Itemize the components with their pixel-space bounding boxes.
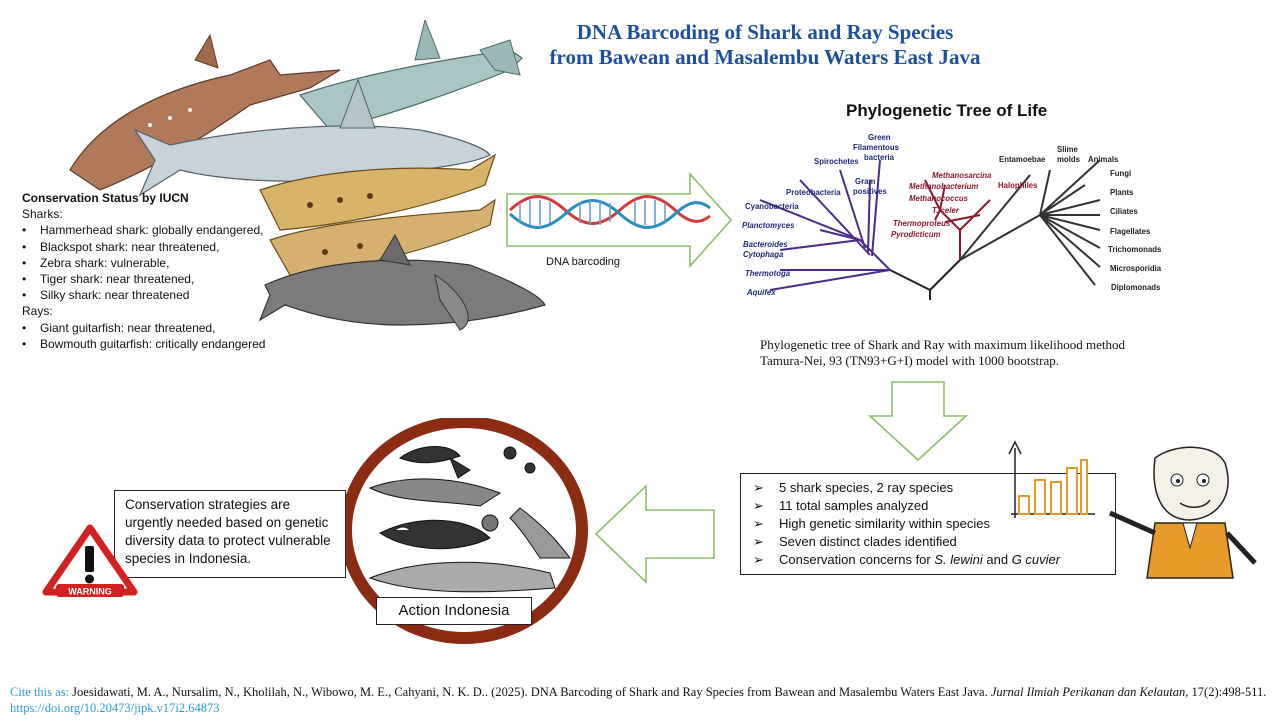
grey-shark-illustration <box>133 78 491 197</box>
title-line-1: DNA Barcoding of Shark and Ray Species <box>576 20 954 44</box>
taxon-label: Filamentous <box>853 143 899 152</box>
left-arrow <box>594 484 715 584</box>
finding-item: ➢Conservation concerns for S. lewini and… <box>753 552 1061 567</box>
conservation-status-panel: Conservation Status by IUCN Sharks: •Ham… <box>22 190 332 352</box>
finding-item: ➢11 total samples analyzed <box>753 498 929 513</box>
taxon-label: Trichomonads <box>1108 245 1162 254</box>
warning-icon: WARNING <box>42 524 138 597</box>
conservation-strategy-box: Conservation strategies are urgently nee… <box>114 490 346 578</box>
taxon-label: bacteria <box>864 153 894 162</box>
taxon-label: positives <box>853 187 887 196</box>
action-indonesia-marine-circle <box>340 418 588 644</box>
journal-name: Jurnal Ilmiah Perikanan dan Kelautan <box>990 685 1186 699</box>
dna-barcoding-label: DNA barcoding <box>546 256 620 268</box>
taxon-label: Pyrodicticum <box>891 230 941 239</box>
taxon-label: Thermoproteus <box>893 219 951 228</box>
title-line-2: from Bawean and Masalembu Waters East Ja… <box>549 45 981 69</box>
warning-label: WARNING <box>68 587 112 597</box>
citation: Cite this as: Joesidawati, M. A., Nursal… <box>10 685 1275 716</box>
taxon-label: Green <box>868 133 891 142</box>
taxon-label: Cytophaga <box>743 250 784 259</box>
taxon-label: Aquifex <box>747 288 776 297</box>
presenter-with-chart-illustration <box>1008 440 1257 579</box>
taxon-label: Thermotoga <box>745 269 791 278</box>
ray-status-item: •Giant guitarfish: near threatened, <box>22 320 216 335</box>
taxon-label: molds <box>1057 155 1080 164</box>
shark-status-item: •Hammerhead shark: globally endangered, <box>22 223 264 238</box>
taxon-label: Planctomyces <box>742 221 795 230</box>
taxon-label: Entamoebae <box>999 155 1046 164</box>
citation-text: Joesidawati, M. A., Nursalim, N., Kholil… <box>69 685 991 699</box>
presenter-figure <box>1108 446 1257 579</box>
bowmouth-guitarfish-illustration <box>258 233 546 331</box>
growth-chart-icon <box>1008 440 1095 518</box>
taxon-label: Methanosarcina <box>932 171 992 180</box>
conservation-heading: Conservation Status by IUCN <box>22 191 189 205</box>
dna-barcoding-arrow <box>506 172 733 269</box>
shark-status-item: •Blackspot shark: near threatened, <box>22 239 220 254</box>
sharks-label: Sharks: <box>22 207 63 222</box>
taxon-label: Cyanobacteria <box>745 202 799 211</box>
phylogenetic-tree-caption: Phylogenetic tree of Shark and Ray with … <box>760 337 1126 368</box>
taxon-label: Gram <box>855 177 876 186</box>
shark-status-item: •Silky shark: near threatened <box>22 288 190 303</box>
finding-item: ➢Seven distinct clades identified <box>753 534 957 549</box>
cite-label: Cite this as: <box>10 685 70 699</box>
citation-volume: , 17(2):498-511. <box>1185 685 1267 699</box>
finding-item: ➢High genetic similarity within species <box>753 516 990 531</box>
taxon-label: Slime <box>1057 145 1078 154</box>
taxon-label: Microsporidia <box>1110 264 1162 273</box>
taxon-label: Methanobacterium <box>909 182 979 191</box>
taxon-label: Bacteroides <box>743 240 788 249</box>
taxon-label: Animals <box>1088 155 1119 164</box>
action-indonesia-label: Action Indonesia <box>376 597 532 625</box>
taxon-label: Fungi <box>1110 169 1132 178</box>
taxon-label: Proteobacteria <box>786 188 841 197</box>
sharks-and-rays-illustration <box>69 20 546 331</box>
hammerhead-shark-illustration <box>298 20 523 131</box>
finding-item: ➢5 shark species, 2 ray species <box>753 480 954 495</box>
taxon-label: Methanococcus <box>909 194 968 203</box>
taxon-label: T. celer <box>932 206 959 215</box>
taxon-label: Ciliates <box>1110 207 1138 216</box>
taxon-label: Diplomonads <box>1111 283 1161 292</box>
ray-status-item: •Bowmouth guitarfish: critically endange… <box>22 336 266 351</box>
key-findings-box: ➢5 shark species, 2 ray species ➢11 tota… <box>740 473 1116 575</box>
dna-helix-icon <box>508 195 711 229</box>
taxon-label: Plants <box>1110 188 1134 197</box>
shark-status-item: •Tiger shark: near threatened, <box>22 272 195 287</box>
taxon-label: Halophiles <box>998 181 1038 190</box>
guitarfish-illustration <box>69 33 341 191</box>
shark-status-item: •Zebra shark: vulnerable, <box>22 255 170 270</box>
taxon-label: Flagellates <box>1110 227 1151 236</box>
doi-link[interactable]: https://doi.org/10.20473/jipk.v17i2.6487… <box>10 700 220 715</box>
phylogenetic-tree-diagram <box>759 159 1101 300</box>
phylogenetic-tree-title: Phylogenetic Tree of Life <box>846 101 1048 120</box>
rays-label: Rays: <box>22 304 53 319</box>
taxon-label: Spirochetes <box>814 157 859 166</box>
down-arrow <box>867 381 969 462</box>
poster-title: DNA Barcoding of Shark and Ray Species f… <box>440 20 1090 70</box>
